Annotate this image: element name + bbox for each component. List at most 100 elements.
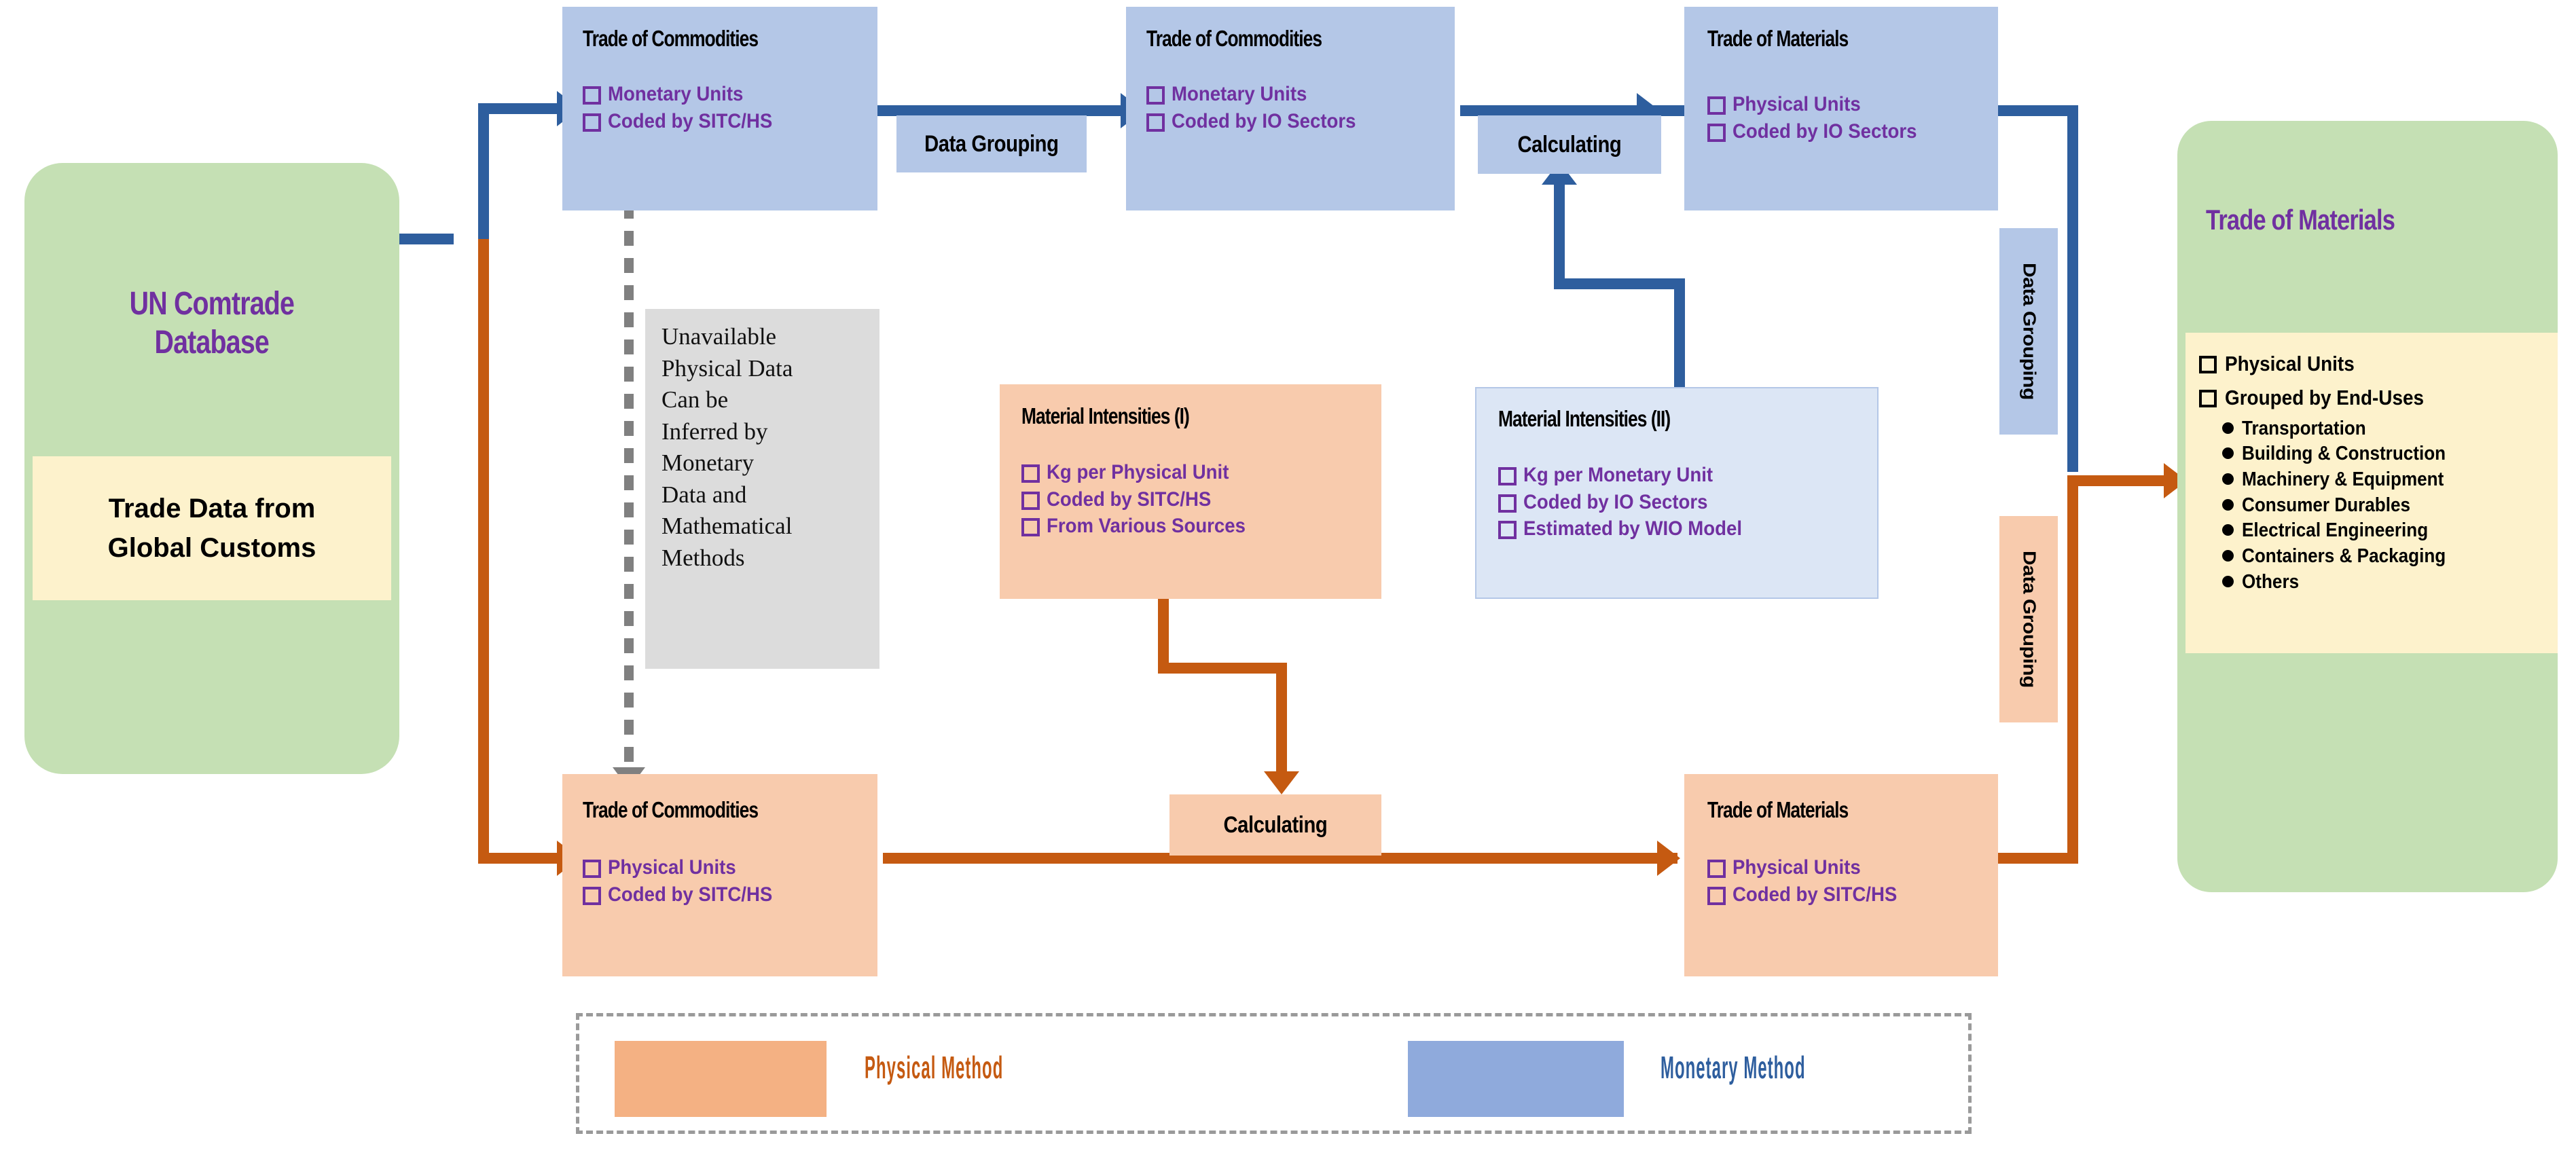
connector-orange-into-panel [2067, 475, 2176, 486]
bullet-item: Coded by IO Sectors [1146, 108, 1372, 135]
source-subtitle-line2: Global Customs [107, 533, 316, 563]
bullet-item: Physical Units [1707, 91, 1933, 118]
source-title-line1: UN Comtrade [129, 286, 295, 322]
box-title: Trade of Commodities [583, 797, 759, 822]
checkbox-icon [1146, 113, 1165, 132]
box-title: Material Intensities (I) [1021, 403, 1190, 428]
bullet-list: Kg per Physical Unit Coded by SITC/HS Fr… [1021, 459, 1263, 540]
bullet-list: Monetary Units Coded by SITC/HS [583, 81, 786, 134]
source-title: UN Comtrade Database [24, 285, 399, 362]
bullet-item: Kg per Physical Unit [1021, 459, 1263, 486]
connector-calc-downleg [1276, 663, 1287, 778]
note-line: Physical Data [661, 354, 793, 382]
connector-blue-down-right [2067, 105, 2078, 472]
note-line: Data and [661, 481, 747, 508]
bullet-item: Estimated by WIO Model [1498, 515, 1761, 543]
note-line: Unavailable [661, 323, 777, 350]
connector-source-stem [399, 234, 454, 244]
box-material-intensities-1[interactable]: Material Intensities (I) Kg per Physical… [1000, 384, 1381, 599]
label-calculating-monetary: Calculating [1478, 115, 1661, 174]
box-materials-physical[interactable]: Trade of Materials Physical Units Coded … [1684, 774, 1998, 976]
bullet-item: Coded by SITC/HS [583, 881, 786, 908]
arrow-into-materials-physical [1657, 841, 1680, 876]
connector-mi2-riser [1674, 278, 1685, 387]
connector-orange-long-run [883, 853, 1677, 864]
checkbox-icon [1707, 123, 1726, 142]
legend: Physical Method Monetary Method [576, 1013, 1972, 1134]
connector-calc-riser [1554, 178, 1565, 284]
result-panel[interactable]: Trade of Materials Physical Units Groupe… [2177, 121, 2558, 892]
connector-orange-up-right [2067, 475, 2078, 860]
bullet-dot-icon [2222, 447, 2234, 460]
note-line: Monetary [661, 449, 755, 477]
checkbox-icon [583, 886, 601, 905]
bullet-item: Coded by IO Sectors [1498, 489, 1761, 516]
connector-dashed-inference [624, 204, 634, 774]
end-use-item: Building & Construction [2199, 441, 2544, 467]
bullet-dot-icon [2222, 550, 2234, 562]
legend-swatch-physical [615, 1041, 827, 1117]
checkbox-icon [1707, 96, 1726, 115]
connector-mi1-riser [1158, 598, 1169, 672]
connector-blue-run-1 [876, 105, 1127, 116]
bullet-item: Coded by IO Sectors [1707, 118, 1933, 145]
checkbox-icon [2199, 390, 2217, 408]
note-line: Can be [661, 386, 729, 414]
bullet-item: Physical Units [583, 854, 786, 881]
box-commodities-sitc-monetary[interactable]: Trade of Commodities Monetary Units Code… [562, 7, 877, 210]
box-commodities-io-monetary[interactable]: Trade of Commodities Monetary Units Code… [1126, 7, 1455, 210]
legend-swatch-monetary [1408, 1041, 1624, 1117]
note-unavailable-physical-data: Unavailable Physical Data Can be Inferre… [645, 309, 879, 669]
bullet-item: Monetary Units [1146, 81, 1372, 108]
checkbox-icon [1707, 860, 1726, 878]
connector-mi2-run [1554, 278, 1685, 289]
legend-label-monetary: Monetary Method [1661, 1050, 1806, 1085]
result-key: Physical Units [2199, 350, 2544, 378]
connector-mi1-run [1158, 663, 1287, 674]
bullet-item: Kg per Monetary Unit [1498, 462, 1761, 489]
end-use-item: Containers & Packaging [2199, 544, 2544, 570]
source-title-line2: Database [154, 324, 270, 361]
checkbox-icon [583, 86, 601, 105]
bullet-item: Coded by SITC/HS [1707, 881, 1911, 908]
source-subtitle-box: Trade Data from Global Customs [33, 456, 391, 600]
source-subtitle-line1: Trade Data from [108, 494, 316, 524]
result-panel-body: Physical Units Grouped by End-Uses Trans… [2185, 333, 2558, 653]
checkbox-icon [1707, 886, 1726, 905]
result-panel-title: Trade of Materials [2206, 204, 2395, 236]
checkbox-icon [1498, 467, 1517, 485]
box-material-intensities-2[interactable]: Material Intensities (II) Kg per Monetar… [1475, 387, 1879, 599]
box-materials-io-monetary[interactable]: Trade of Materials Physical Units Coded … [1684, 7, 1998, 210]
connector-blue-out-run [1997, 105, 2078, 116]
connector-blue-top-run [478, 103, 562, 114]
connector-blue-riser [478, 103, 489, 239]
box-commodities-physical[interactable]: Trade of Commodities Physical Units Code… [562, 774, 877, 976]
end-use-item: Others [2199, 570, 2544, 595]
bullet-dot-icon [2222, 473, 2234, 485]
end-use-item: Electrical Engineering [2199, 518, 2544, 544]
checkbox-icon [1021, 491, 1040, 510]
bullet-list: Physical Units Coded by SITC/HS [583, 854, 786, 908]
note-line: Methods [661, 544, 745, 571]
bullet-list: Kg per Monetary Unit Coded by IO Sectors… [1498, 462, 1761, 543]
connector-orange-riser [478, 239, 489, 864]
label-data-grouping-vertical-monetary: Data Grouping [1999, 228, 2058, 435]
checkbox-icon [1498, 521, 1517, 540]
checkbox-icon [2199, 356, 2217, 373]
checkbox-icon [1021, 464, 1040, 483]
box-title: Trade of Materials [1707, 26, 1849, 51]
bullet-dot-icon [2222, 524, 2234, 536]
arrow-into-calculating-bottom [1264, 771, 1299, 794]
source-database-box[interactable]: UN Comtrade Database Trade Data from Glo… [24, 163, 399, 774]
bullet-item: Coded by SITC/HS [1021, 486, 1263, 513]
label-calculating-physical: Calculating [1169, 794, 1381, 856]
checkbox-icon [583, 860, 601, 878]
connector-blue-run-2 [1460, 105, 1711, 116]
bullet-dot-icon [2222, 422, 2234, 434]
bullet-list: Physical Units Coded by SITC/HS [1707, 854, 1911, 908]
bullet-item: Coded by SITC/HS [583, 108, 786, 135]
bullet-dot-icon [2222, 575, 2234, 587]
checkbox-icon [1021, 518, 1040, 537]
box-title: Trade of Commodities [1146, 26, 1322, 51]
